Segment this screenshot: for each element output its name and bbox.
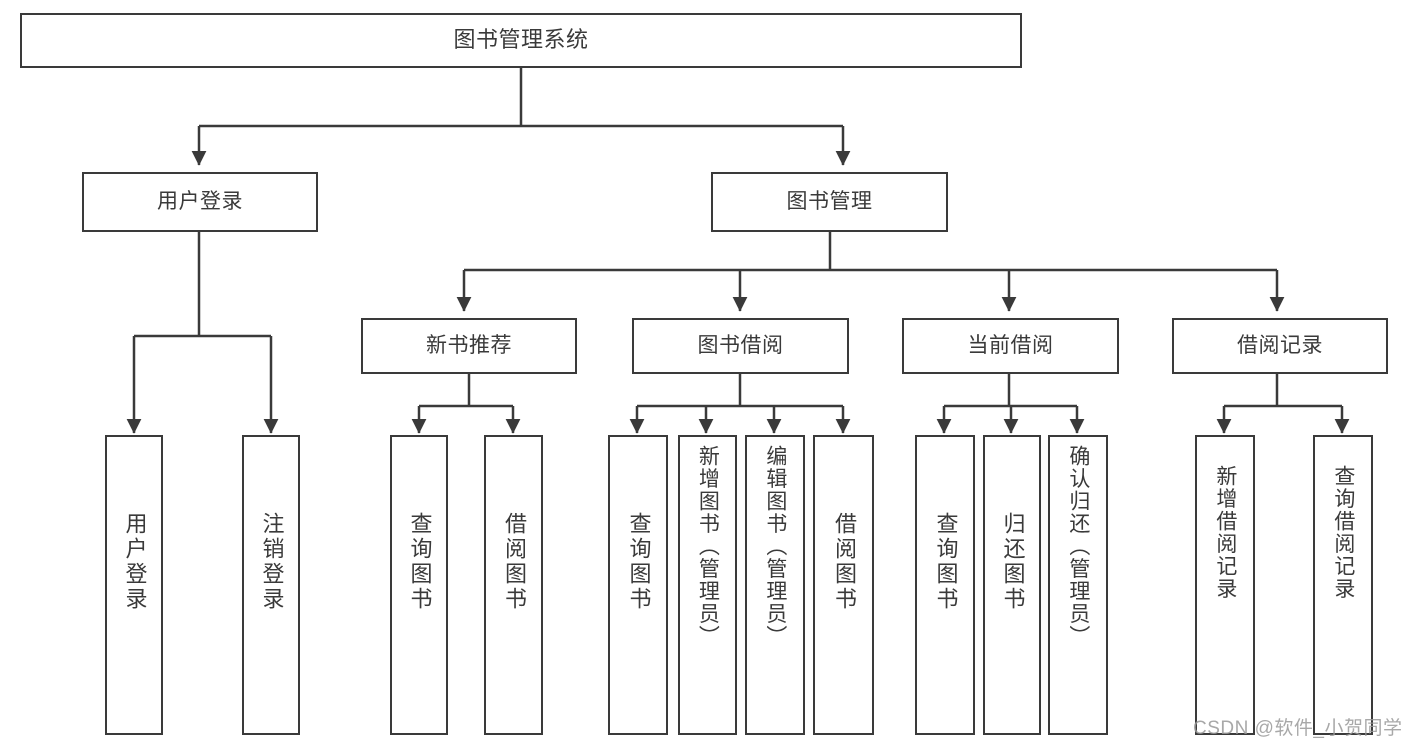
leaf-logout[interactable]: 注销登录 <box>242 435 300 735</box>
leaf-user-login[interactable]: 用户登录 <box>105 435 163 735</box>
node-label: 查询图书 <box>626 512 652 612</box>
node-current-borrow[interactable]: 当前借阅 <box>902 318 1119 374</box>
leaf-edit-book-admin[interactable]: 编辑图书（管理员） <box>745 435 805 735</box>
node-label: 新书推荐 <box>426 334 512 358</box>
node-label: 编辑图书（管理员） <box>763 445 787 648</box>
leaf-borrow-book[interactable]: 借阅图书 <box>813 435 874 735</box>
node-book-management[interactable]: 图书管理 <box>711 172 948 232</box>
node-label: 归还图书 <box>1000 512 1026 612</box>
node-label: 查询图书 <box>933 512 959 612</box>
node-label: 图书管理系统 <box>453 27 589 53</box>
node-label: 借阅图书 <box>501 512 527 612</box>
node-book-borrow[interactable]: 图书借阅 <box>632 318 849 374</box>
leaf-add-book-admin[interactable]: 新增图书（管理员） <box>678 435 737 735</box>
node-label: 当前借阅 <box>967 334 1054 358</box>
leaf-query-book-borrow[interactable]: 查询图书 <box>608 435 668 735</box>
node-label: 新增图书（管理员） <box>696 445 720 648</box>
node-label: 用户登录 <box>122 512 148 612</box>
node-label: 图书管理 <box>786 190 873 214</box>
node-label: 查询借阅记录 <box>1331 465 1355 600</box>
node-label: 图书借阅 <box>697 334 784 358</box>
node-new-book-recommend[interactable]: 新书推荐 <box>361 318 577 374</box>
node-label: 注销登录 <box>259 512 285 612</box>
leaf-query-book-current[interactable]: 查询图书 <box>915 435 975 735</box>
node-label: 用户登录 <box>157 190 243 214</box>
node-label: 借阅记录 <box>1237 334 1323 358</box>
node-label: 新增借阅记录 <box>1213 465 1237 600</box>
node-label: 查询图书 <box>407 512 433 612</box>
leaf-add-borrow-record[interactable]: 新增借阅记录 <box>1195 435 1255 735</box>
leaf-query-book-recommend[interactable]: 查询图书 <box>390 435 448 735</box>
node-label: 借阅图书 <box>831 512 857 612</box>
leaf-confirm-return-admin[interactable]: 确认归还（管理员） <box>1048 435 1108 735</box>
node-user-login[interactable]: 用户登录 <box>82 172 318 232</box>
leaf-return-book[interactable]: 归还图书 <box>983 435 1041 735</box>
node-root-system[interactable]: 图书管理系统 <box>20 13 1022 68</box>
watermark-text: CSDN @软件_小贺同学 <box>1193 718 1403 739</box>
node-label: 确认归还（管理员） <box>1066 445 1090 648</box>
leaf-query-borrow-record[interactable]: 查询借阅记录 <box>1313 435 1373 735</box>
leaf-borrow-book-recommend[interactable]: 借阅图书 <box>484 435 543 735</box>
node-borrow-records[interactable]: 借阅记录 <box>1172 318 1388 374</box>
